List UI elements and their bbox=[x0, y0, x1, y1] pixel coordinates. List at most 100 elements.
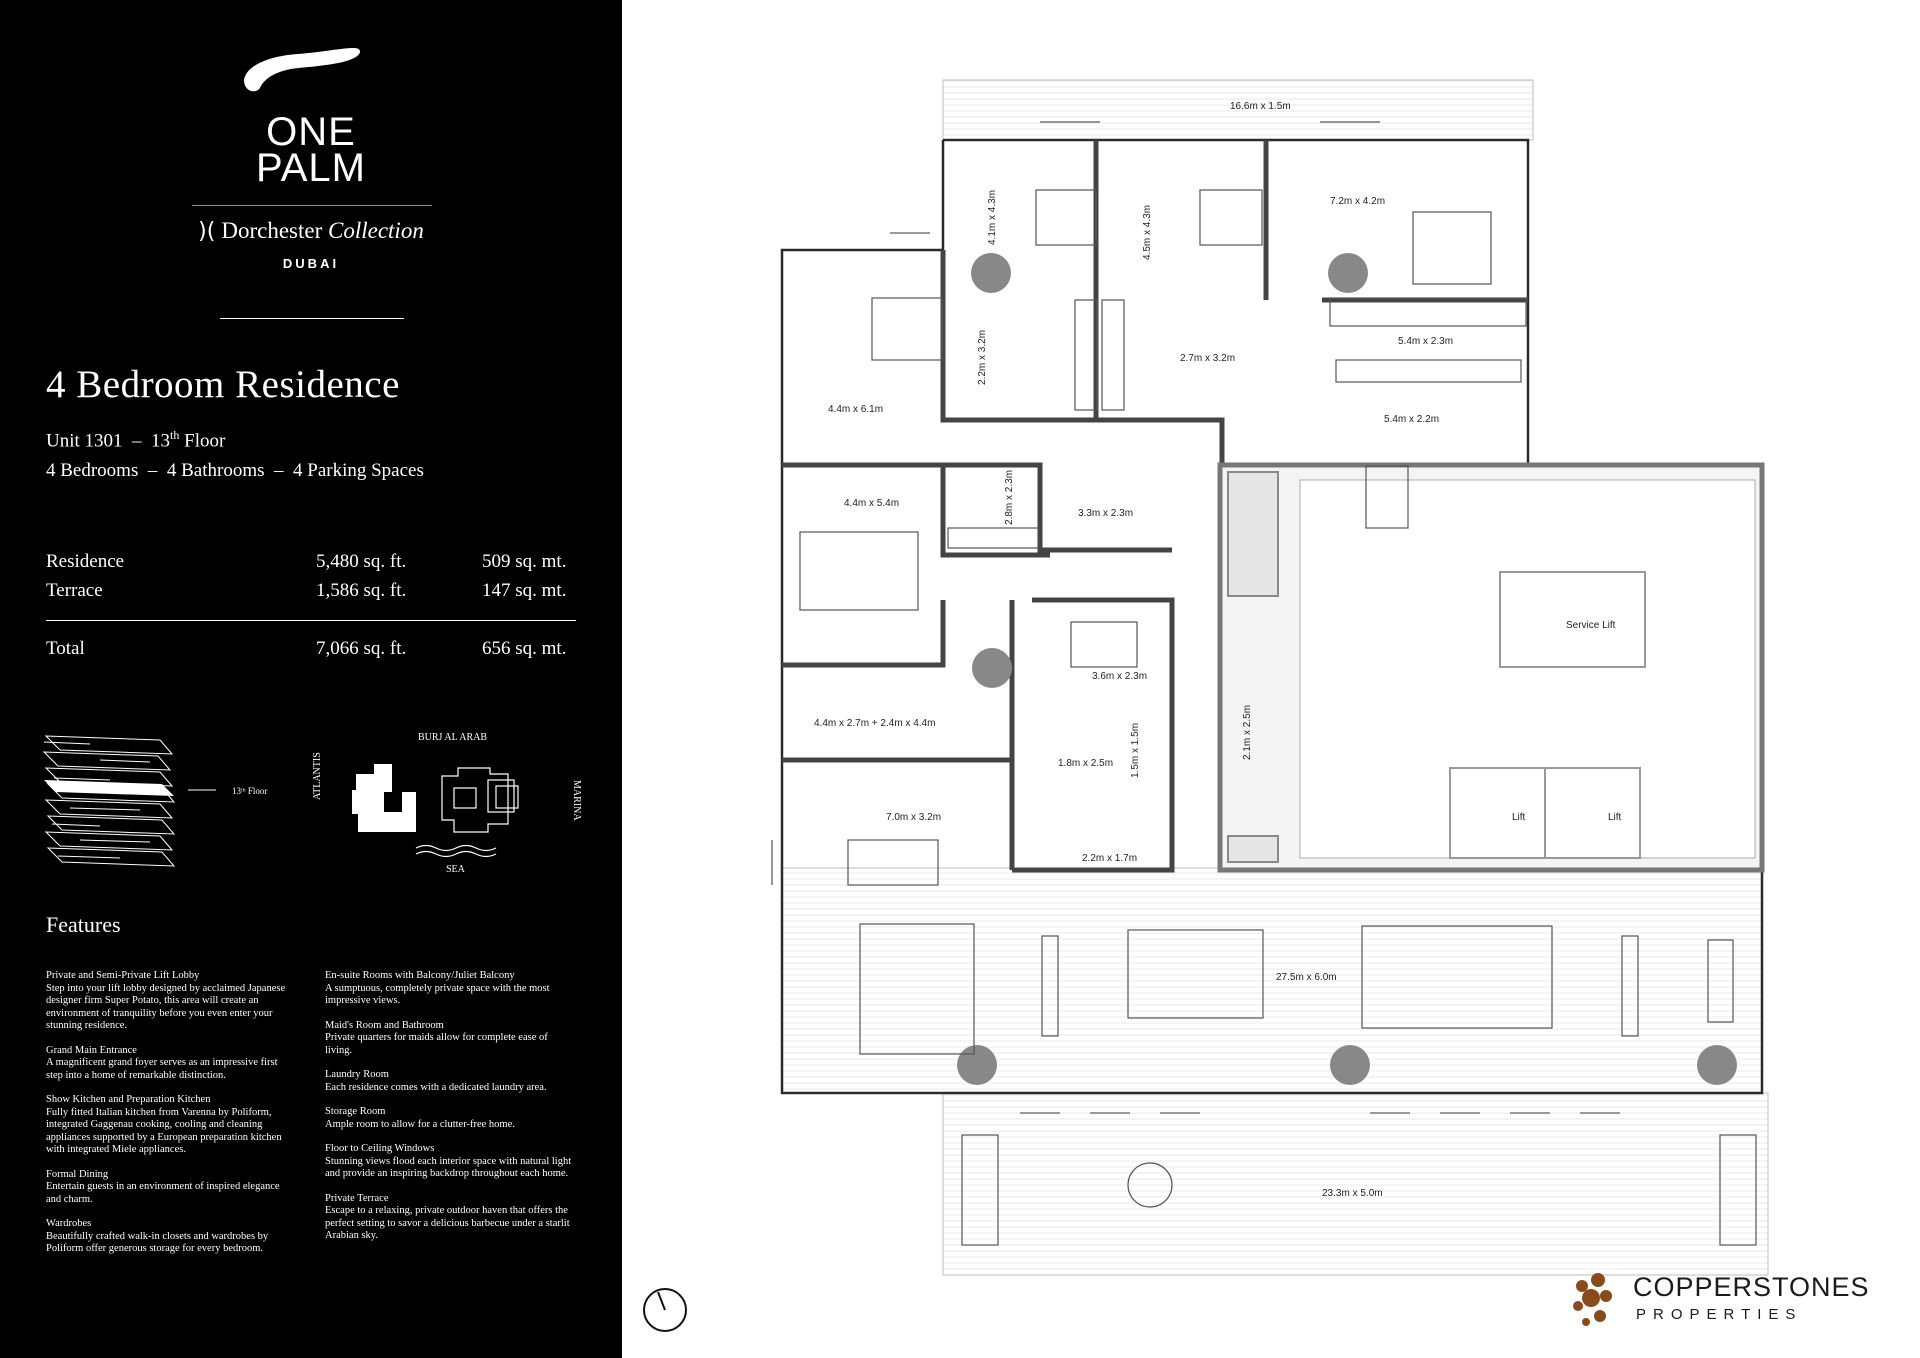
wardrobe-icon bbox=[1335, 359, 1522, 383]
terrace-bottom bbox=[942, 1092, 1769, 1276]
feature-desc: Escape to a relaxing, private outdoor ha… bbox=[325, 1205, 570, 1241]
lift-1 bbox=[1449, 767, 1546, 859]
info-panel: ONE PALM )(Dorchester Collection DUBAI 4… bbox=[0, 0, 622, 1358]
lift-label: Lift bbox=[1512, 812, 1526, 823]
area-sqm: 509 sq. mt. bbox=[482, 551, 567, 572]
dim-label: 5.4m x 2.2m bbox=[1384, 414, 1439, 425]
spec-bedrooms: 4 Bedrooms bbox=[46, 460, 139, 481]
location-diagram bbox=[42, 735, 519, 867]
direction-arrows bbox=[771, 121, 1620, 1114]
floor-suffix: th bbox=[170, 428, 180, 442]
service-lift bbox=[1499, 571, 1646, 668]
feature-desc: Ample room to allow for a clutter-free h… bbox=[325, 1118, 515, 1130]
area-row-total: Total 7,066 sq. ft. 656 sq. mt. bbox=[46, 638, 576, 664]
collection-word: Collection bbox=[328, 218, 424, 243]
dc-mark-icon: )( bbox=[198, 219, 216, 244]
copperstones-logo-icon bbox=[1573, 1273, 1612, 1326]
page-title: 4 Bedroom Residence bbox=[46, 363, 400, 406]
dim-label: 3.6m x 2.3m bbox=[1092, 671, 1147, 682]
planter-icon bbox=[1041, 935, 1059, 1037]
total-divider bbox=[46, 620, 576, 621]
core-block bbox=[1217, 462, 1765, 873]
sea-waves-icon bbox=[415, 844, 497, 858]
unit-floor: Unit 1301 – 13th Floor bbox=[46, 428, 225, 452]
area-sqm: 147 sq. mt. bbox=[482, 580, 567, 601]
planter-icon bbox=[1719, 1134, 1757, 1246]
feature-desc: Step into your lift lobby designed by ac… bbox=[46, 982, 286, 1032]
lift-2 bbox=[1544, 767, 1641, 859]
dim-label: 5.4m x 2.3m bbox=[1398, 336, 1453, 347]
planter-icon bbox=[1621, 935, 1639, 1037]
lift-label: Lift bbox=[1608, 812, 1622, 823]
dim-label: 1.5m x 1.5m bbox=[1130, 723, 1141, 778]
bed-icon bbox=[1035, 189, 1097, 246]
column bbox=[957, 1045, 997, 1085]
dim-label: 2.2m x 3.2m bbox=[977, 330, 988, 385]
north-arrow-icon bbox=[643, 1288, 687, 1332]
columns bbox=[957, 253, 1737, 1085]
feature-desc: Beautifully crafted walk-in closets and … bbox=[46, 1230, 269, 1255]
area-sqft: 5,480 sq. ft. bbox=[316, 551, 407, 572]
feature-title: En-suite Rooms with Balcony/Juliet Balco… bbox=[325, 970, 515, 981]
feature-desc: Fully fitted Italian kitchen from Varenn… bbox=[46, 1106, 282, 1156]
floor-plan-panel: 16.6m x 1.5m 4.1m x 4.3m 4.5m x 4.3m 7.2… bbox=[622, 0, 1920, 1358]
dim-label: 27.5m x 6.0m bbox=[1276, 972, 1337, 983]
wardrobe-icon bbox=[1329, 297, 1527, 327]
bed-icon bbox=[1199, 189, 1263, 246]
column bbox=[1697, 1045, 1737, 1085]
features-heading: Features bbox=[46, 912, 121, 937]
wardrobe-icon bbox=[1101, 299, 1125, 411]
dining-table-icon bbox=[1127, 929, 1264, 1019]
dim-label: 4.4m x 2.7m + 2.4m x 4.4m bbox=[814, 718, 935, 729]
wardrobe-icon bbox=[947, 527, 1039, 549]
unit-number: Unit 1301 bbox=[46, 430, 123, 452]
feature-title: Show Kitchen and Preparation Kitchen bbox=[46, 1094, 211, 1105]
specs-line: 4 Bedrooms – 4 Bathrooms – 4 Parking Spa… bbox=[46, 460, 424, 482]
area-label: Residence bbox=[46, 551, 125, 572]
feature-title: Storage Room bbox=[325, 1106, 386, 1117]
service-lift-label: Service Lift bbox=[1566, 620, 1616, 631]
dim-label: 4.5m x 4.3m bbox=[1142, 205, 1153, 260]
kitchen-island-icon bbox=[847, 839, 939, 886]
sideboard-icon bbox=[1707, 939, 1734, 1023]
dorchester-collection: )(Dorchester Collection bbox=[0, 218, 622, 244]
feature-title: Maid's Room and Bathroom bbox=[325, 1019, 444, 1031]
atlantis-label: ATLANTIS bbox=[312, 752, 323, 800]
marina-label: MARINA bbox=[571, 780, 582, 821]
building-floor-stack-icon bbox=[42, 735, 176, 867]
dorchester-word: Dorchester bbox=[221, 218, 323, 243]
feature-desc: Stunning views flood each interior space… bbox=[325, 1155, 572, 1180]
sofa-set-icon bbox=[1361, 925, 1553, 1029]
floor-plan: 16.6m x 1.5m 4.1m x 4.3m 4.5m x 4.3m 7.2… bbox=[643, 79, 1769, 1332]
column bbox=[1330, 1045, 1370, 1085]
interior-walls bbox=[782, 140, 1528, 873]
agency-name: COPPERSTONES bbox=[1633, 1272, 1870, 1302]
bathtub-icon bbox=[1365, 465, 1409, 529]
brand-name-line1: ONE bbox=[266, 110, 356, 154]
sep-dash: – bbox=[274, 460, 284, 481]
brushstroke-logo-icon bbox=[244, 48, 360, 92]
dim-label: 2.2m x 1.7m bbox=[1082, 853, 1137, 864]
dim-label: 1.8m x 2.5m bbox=[1058, 758, 1113, 769]
feature-desc: Each residence comes with a dedicated la… bbox=[325, 1081, 547, 1093]
terrace-living bbox=[781, 867, 1763, 1094]
dim-label: 2.1m x 2.5m bbox=[1242, 705, 1253, 760]
header-divider bbox=[220, 318, 404, 319]
burj-al-arab-label: BURJ AL ARAB bbox=[418, 732, 488, 743]
agency-tagline: PROPERTIES bbox=[1636, 1306, 1803, 1323]
column bbox=[971, 253, 1011, 293]
total-sqm: 656 sq. mt. bbox=[482, 638, 567, 659]
dim-label: 7.2m x 4.2m bbox=[1330, 196, 1385, 207]
sea-label: SEA bbox=[446, 864, 465, 875]
dim-label: 4.4m x 5.4m bbox=[844, 498, 899, 509]
dim-label: 2.8m x 2.3m bbox=[1004, 470, 1015, 525]
feature-title: Floor to Ceiling Windows bbox=[325, 1143, 435, 1154]
dimension-labels: 16.6m x 1.5m 4.1m x 4.3m 4.5m x 4.3m 7.2… bbox=[814, 101, 1622, 1199]
dim-label: 2.7m x 3.2m bbox=[1180, 353, 1235, 364]
